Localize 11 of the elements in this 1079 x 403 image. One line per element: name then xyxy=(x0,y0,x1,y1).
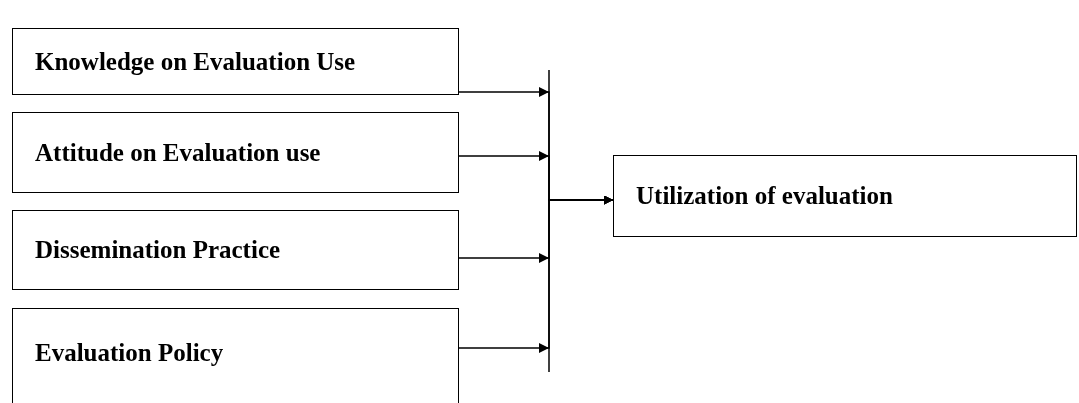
text-box xyxy=(12,28,459,95)
text-box xyxy=(12,210,459,290)
text-box xyxy=(12,112,459,193)
node-label: Dissemination Practice xyxy=(35,236,281,264)
arrow xyxy=(458,195,614,353)
node-label: Utilization of evaluation xyxy=(636,182,893,210)
text-box xyxy=(613,155,1077,237)
node-label: Attitude on Evaluation use xyxy=(35,138,321,167)
node-label: Evaluation Policy xyxy=(35,339,224,367)
node-label: Knowledge on Evaluation Use xyxy=(35,47,356,76)
text-box xyxy=(12,308,459,403)
